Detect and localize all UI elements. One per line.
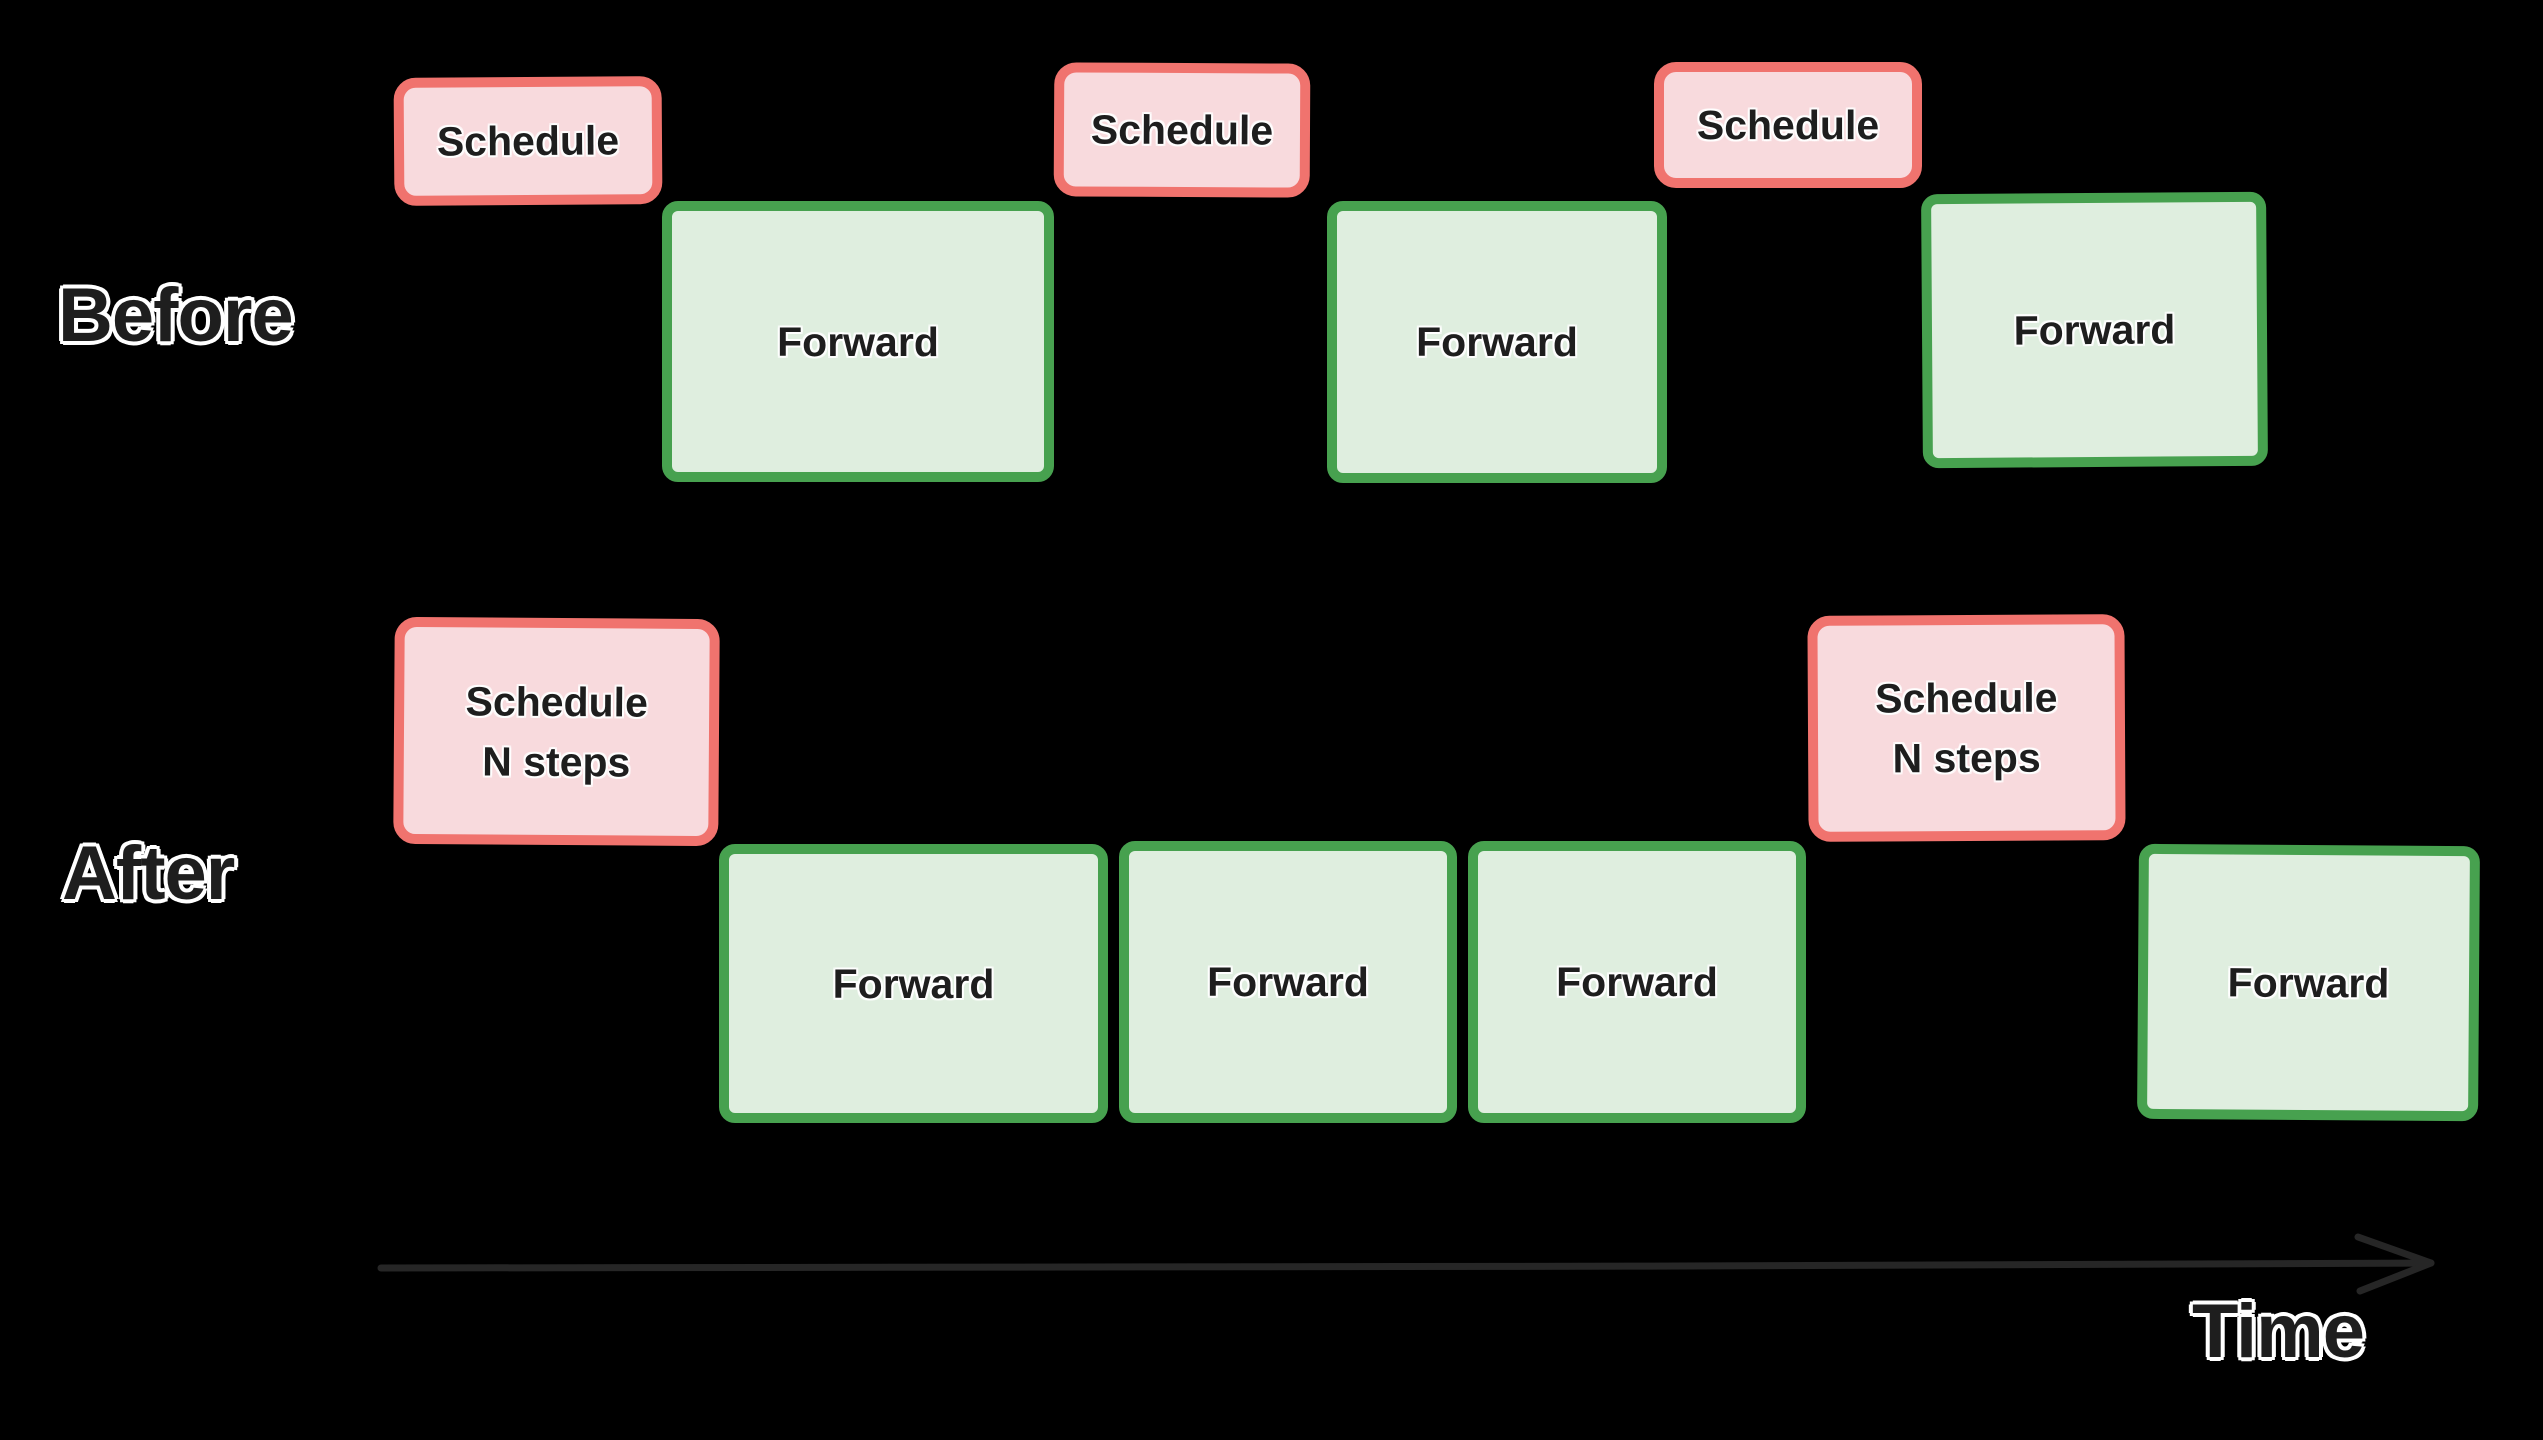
before-schedule-label-3: Schedule bbox=[1696, 102, 1880, 148]
after-schedule-label-1-line-2: N steps bbox=[482, 737, 631, 786]
before-row-label: Before bbox=[58, 273, 294, 358]
before-forward-label-1: Forward bbox=[777, 318, 939, 365]
before-schedule-box-3: Schedule bbox=[1654, 62, 1922, 188]
after-forward-label-3: Forward bbox=[1556, 959, 1718, 1005]
after-schedule-box-1: Schedule N steps bbox=[393, 616, 720, 847]
before-schedule-box-1: Schedule bbox=[393, 76, 663, 206]
after-forward-label-4: Forward bbox=[2227, 958, 2390, 1007]
before-forward-box-3: Forward bbox=[1921, 191, 2268, 469]
time-arrow-icon bbox=[377, 1233, 2435, 1295]
after-forward-box-3: Forward bbox=[1468, 841, 1806, 1123]
time-axis-label: Time bbox=[2192, 1289, 2365, 1374]
after-forward-box-1: Forward bbox=[719, 844, 1108, 1123]
before-schedule-label-1: Schedule bbox=[436, 117, 620, 165]
before-schedule-box-2: Schedule bbox=[1053, 62, 1311, 198]
after-schedule-box-2: Schedule N steps bbox=[1807, 614, 2126, 842]
before-forward-label-2: Forward bbox=[1416, 319, 1578, 365]
after-schedule-label-2-line-1: Schedule bbox=[1875, 674, 2058, 722]
before-schedule-label-2: Schedule bbox=[1090, 106, 1274, 154]
after-forward-box-4: Forward bbox=[2137, 843, 2480, 1122]
before-forward-label-3: Forward bbox=[2013, 306, 2176, 354]
after-forward-label-2: Forward bbox=[1207, 959, 1369, 1005]
before-forward-box-2: Forward bbox=[1327, 201, 1667, 483]
after-schedule-label-2-line-2: N steps bbox=[1892, 734, 2041, 782]
after-forward-box-2: Forward bbox=[1119, 841, 1457, 1123]
after-schedule-label-1-line-1: Schedule bbox=[465, 677, 649, 726]
after-forward-label-1: Forward bbox=[832, 960, 995, 1007]
before-forward-box-1: Forward bbox=[662, 201, 1054, 482]
after-row-label: After bbox=[62, 831, 235, 916]
